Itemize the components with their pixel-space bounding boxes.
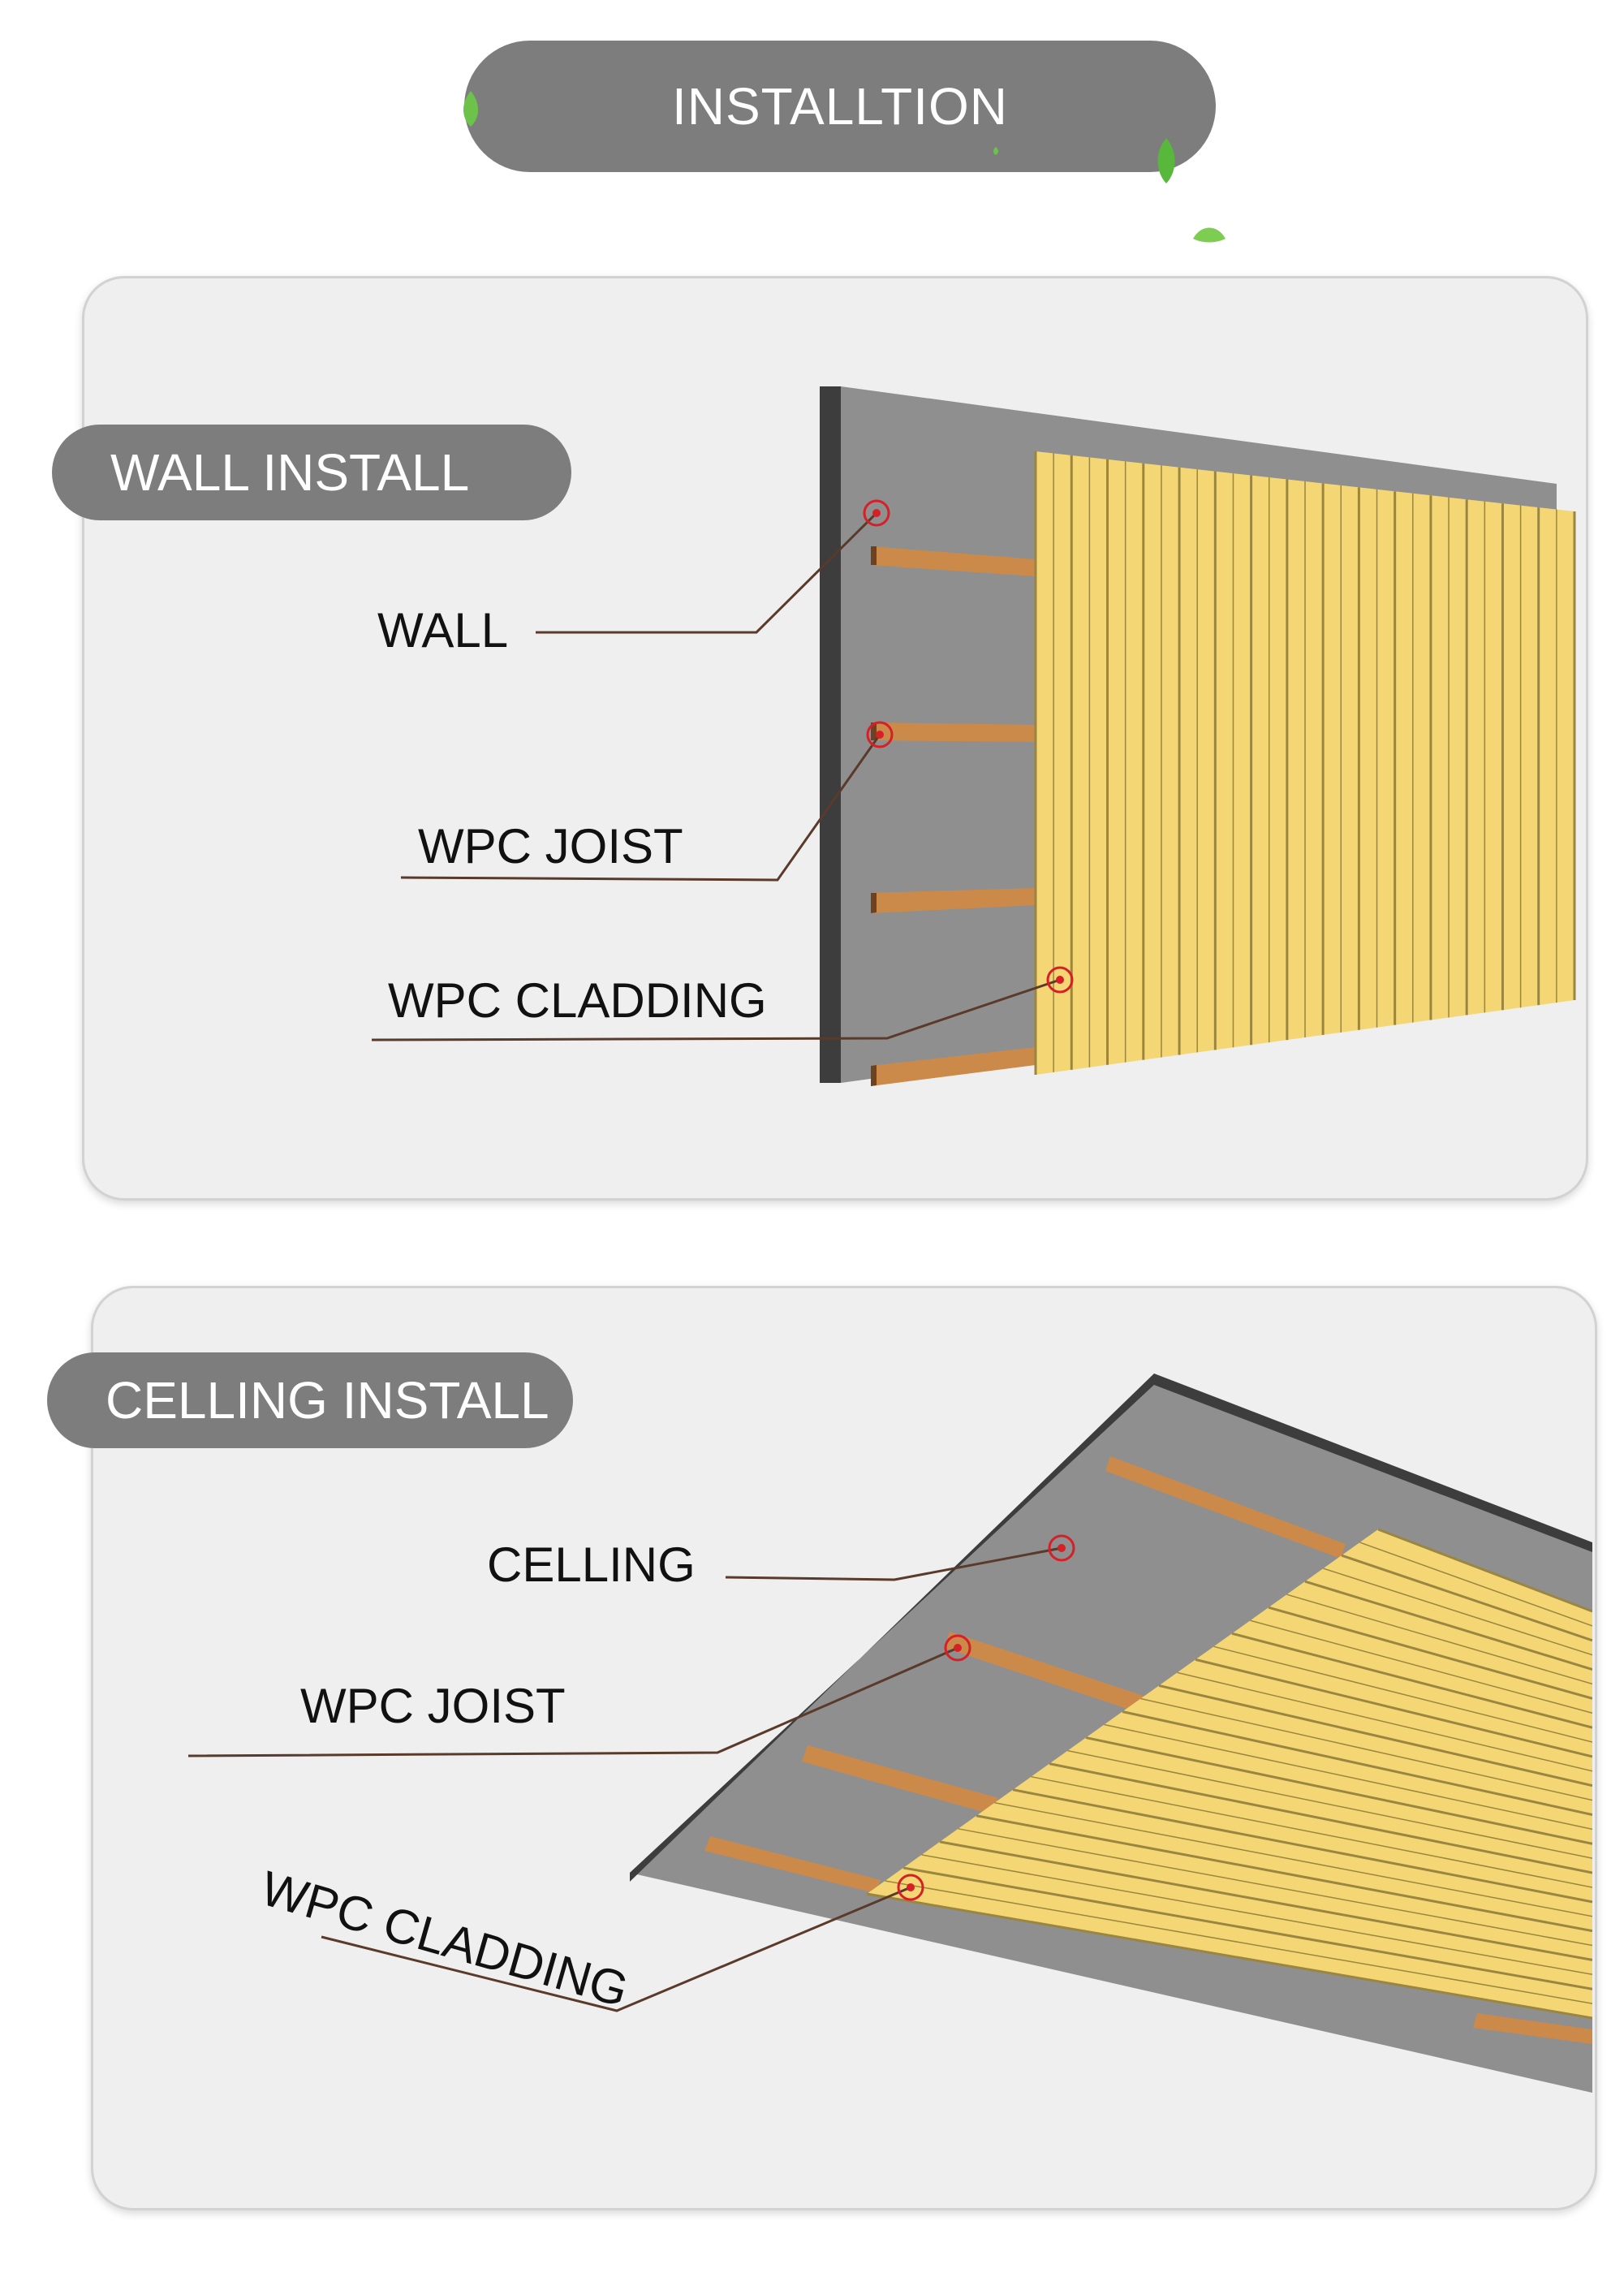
header-title: INSTALLTION [671,77,1009,136]
ceiling-install-title-text: CELLING INSTALL [106,1371,549,1430]
leaf-icon [1193,227,1226,243]
wall-install-title-text: WALL INSTALL [110,443,470,502]
leaf-icon [463,91,479,127]
installation-header: INSTALLTION [464,41,1216,172]
wall-install-title: WALL INSTALL [52,425,571,520]
leaf-icon [1157,138,1175,183]
ceiling-install-title: CELLING INSTALL [47,1352,573,1448]
wall-install-panel [82,276,1588,1201]
leaf-icon [993,147,998,155]
